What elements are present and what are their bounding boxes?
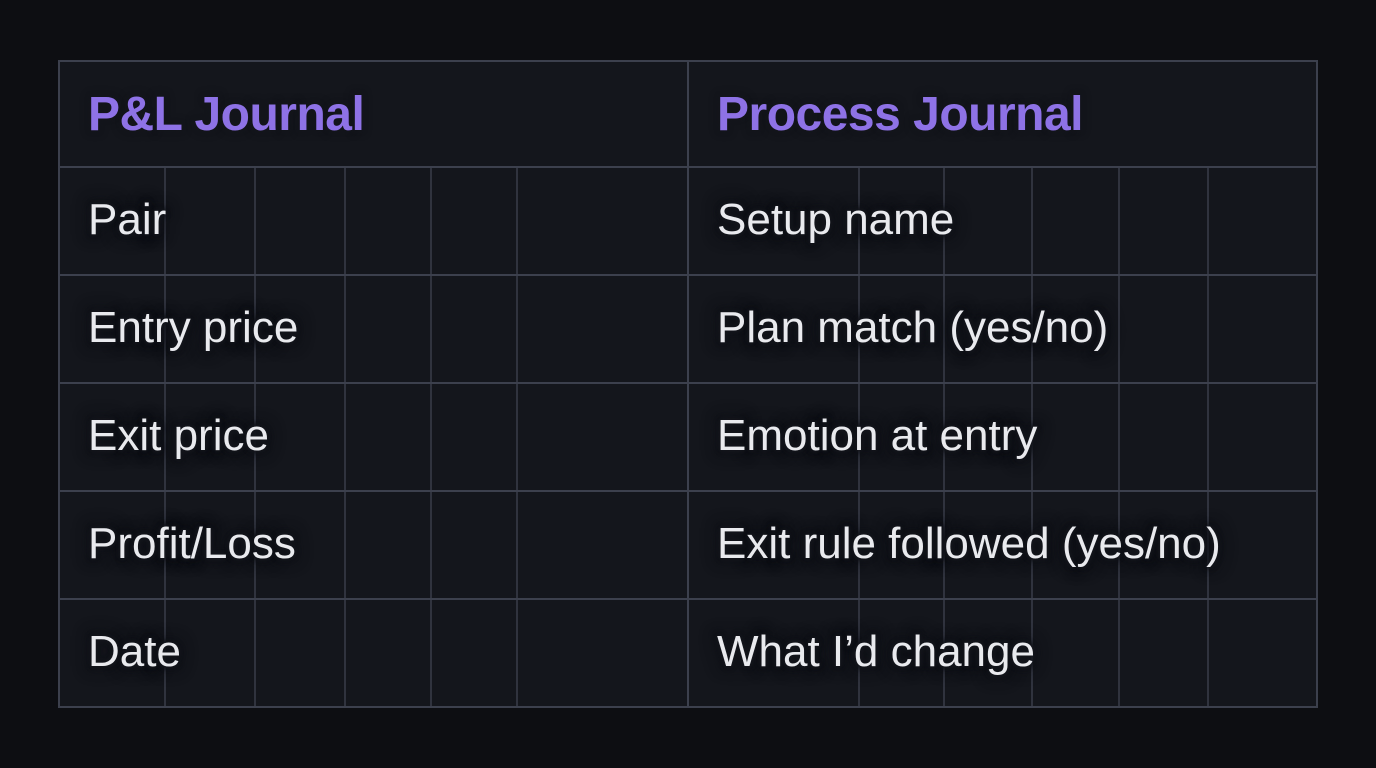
empty-grid-cell [256,384,346,490]
row-label-setup-name: Setup name [717,195,955,244]
grid-cells [689,492,1316,598]
row-label-emotion-at-entry: Emotion at entry [717,411,1038,460]
row-exit-rule-followed: Exit rule followed (yes/no) [689,492,1316,600]
empty-grid-cell [689,276,860,382]
empty-grid-cell [166,168,256,274]
empty-grid-cell [518,492,687,598]
grid-cells [60,600,687,706]
empty-grid-cell [1209,492,1316,598]
empty-grid-cell [346,384,432,490]
pnl-journal-column: P&L Journal Pair Entry price Exit price [60,62,687,706]
empty-grid-cell [860,492,945,598]
row-label-date: Date [88,627,181,676]
empty-grid-cell [689,492,860,598]
row-label-pair: Pair [88,195,167,244]
grid-cells [689,600,1316,706]
empty-grid-cell [1120,492,1209,598]
empty-grid-cell [432,492,518,598]
empty-grid-cell [166,600,256,706]
empty-grid-cell [1209,276,1316,382]
empty-grid-cell [60,600,166,706]
grid-cells [689,276,1316,382]
process-journal-title: Process Journal [717,87,1084,141]
empty-grid-cell [166,384,256,490]
empty-grid-cell [256,492,346,598]
empty-grid-cell [60,276,166,382]
grid-cells [60,492,687,598]
empty-grid-cell [346,276,432,382]
empty-grid-cell [945,492,1033,598]
row-exit-price: Exit price [60,384,687,492]
empty-grid-cell [1120,276,1209,382]
empty-grid-cell [1120,600,1209,706]
empty-grid-cell [1209,168,1316,274]
empty-grid-cell [1209,600,1316,706]
row-label-entry-price: Entry price [88,303,299,352]
empty-grid-cell [256,276,346,382]
empty-grid-cell [256,600,346,706]
process-journal-column: Process Journal Setup name Plan match (y… [687,62,1316,706]
pnl-journal-header-cell: P&L Journal [60,62,687,168]
empty-grid-cell [432,168,518,274]
empty-grid-cell [1209,384,1316,490]
empty-grid-cell [945,384,1033,490]
pnl-journal-title: P&L Journal [88,87,365,141]
empty-grid-cell [432,384,518,490]
empty-grid-cell [346,600,432,706]
empty-grid-cell [346,492,432,598]
empty-grid-cell [518,384,687,490]
empty-grid-cell [518,276,687,382]
empty-grid-cell [860,600,945,706]
empty-grid-cell [166,276,256,382]
empty-grid-cell [60,492,166,598]
row-pair: Pair [60,168,687,276]
empty-grid-cell [689,384,860,490]
empty-grid-cell [1120,384,1209,490]
empty-grid-cell [518,600,687,706]
empty-grid-cell [1033,600,1120,706]
empty-grid-cell [432,600,518,706]
row-entry-price: Entry price [60,276,687,384]
empty-grid-cell [346,168,432,274]
grid-cells [60,384,687,490]
empty-grid-cell [1033,168,1120,274]
empty-grid-cell [945,600,1033,706]
empty-grid-cell [256,168,346,274]
grid-cells [689,384,1316,490]
row-label-profit-loss: Profit/Loss [88,519,296,568]
empty-grid-cell [432,276,518,382]
row-label-exit-rule-followed: Exit rule followed (yes/no) [717,519,1221,568]
grid-cells [689,168,1316,274]
empty-grid-cell [60,168,166,274]
row-emotion-at-entry: Emotion at entry [689,384,1316,492]
empty-grid-cell [1033,492,1120,598]
grid-cells [60,276,687,382]
grid-cells [60,168,687,274]
process-journal-header-cell: Process Journal [689,62,1316,168]
empty-grid-cell [860,276,945,382]
empty-grid-cell [166,492,256,598]
row-setup-name: Setup name [689,168,1316,276]
empty-grid-cell [945,276,1033,382]
empty-grid-cell [689,600,860,706]
empty-grid-cell [1033,276,1120,382]
row-what-id-change: What I’d change [689,600,1316,706]
row-label-what-id-change: What I’d change [717,627,1035,676]
row-label-plan-match: Plan match (yes/no) [717,303,1109,352]
empty-grid-cell [945,168,1033,274]
row-date: Date [60,600,687,706]
comparison-table: P&L Journal Pair Entry price Exit price [58,60,1318,708]
empty-grid-cell [60,384,166,490]
empty-grid-cell [860,168,945,274]
row-label-exit-price: Exit price [88,411,269,460]
empty-grid-cell [860,384,945,490]
row-plan-match: Plan match (yes/no) [689,276,1316,384]
empty-grid-cell [689,168,860,274]
empty-grid-cell [518,168,687,274]
row-profit-loss: Profit/Loss [60,492,687,600]
empty-grid-cell [1033,384,1120,490]
empty-grid-cell [1120,168,1209,274]
